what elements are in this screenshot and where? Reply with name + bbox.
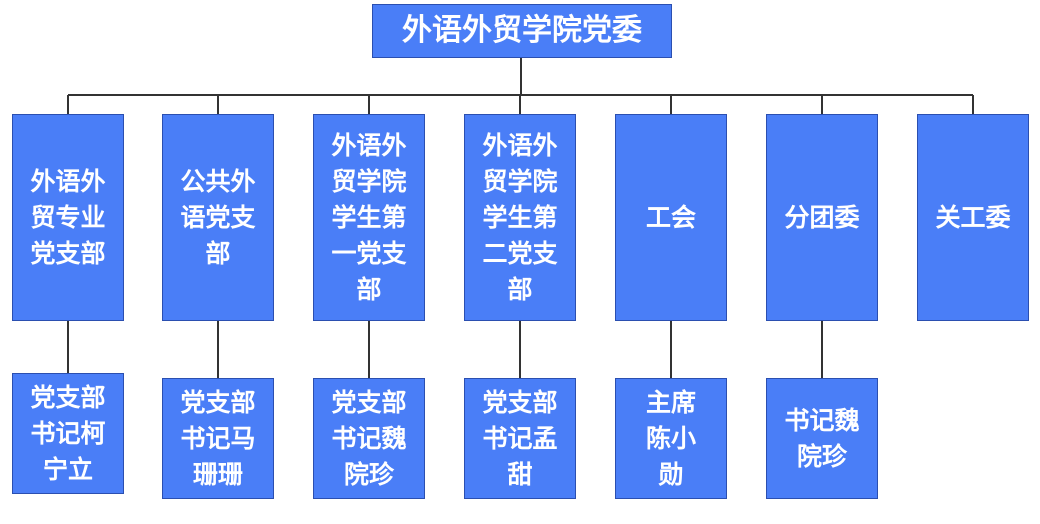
leader-node: 党支部书记孟甜 — [464, 378, 576, 499]
leader-node: 书记魏院珍 — [766, 378, 878, 499]
unit-node-label: 分团委 — [784, 202, 860, 232]
leader-node: 主席陈小勋 — [615, 378, 727, 499]
unit-node-label: 公共外语党支部 — [180, 166, 256, 268]
unit-node: 外语外贸学院学生第一党支部 — [313, 114, 425, 321]
unit-node: 外语外贸学院学生第二党支部 — [464, 114, 576, 321]
unit-node-label: 外语外贸学院学生第一党支部 — [331, 130, 407, 304]
leader-node: 党支部书记魏院珍 — [313, 378, 425, 499]
unit-node-label: 关工委 — [935, 202, 1011, 232]
leader-node: 党支部书记柯宁立 — [12, 373, 124, 494]
leader-node-label: 党支部书记孟甜 — [482, 387, 558, 489]
leader-node-label: 书记魏院珍 — [784, 405, 860, 471]
leader-node-label: 党支部书记魏院珍 — [331, 387, 407, 489]
unit-node: 外语外贸专业党支部 — [12, 114, 124, 321]
unit-node-label: 外语外贸学院学生第二党支部 — [482, 130, 558, 304]
unit-node-label: 外语外贸专业党支部 — [30, 166, 106, 268]
unit-node: 关工委 — [917, 114, 1029, 321]
leader-node-label: 党支部书记柯宁立 — [30, 382, 106, 484]
unit-node: 公共外语党支部 — [162, 114, 274, 321]
root-node: 外语外贸学院党委 — [372, 4, 672, 58]
unit-node: 工会 — [615, 114, 727, 321]
leader-node: 党支部书记马珊珊 — [162, 378, 274, 499]
unit-node: 分团委 — [766, 114, 878, 321]
unit-node-label: 工会 — [645, 202, 696, 232]
leader-node-label: 党支部书记马珊珊 — [180, 387, 256, 489]
root-node-label: 外语外贸学院党委 — [402, 13, 642, 48]
leader-node-label: 主席陈小勋 — [645, 387, 696, 489]
